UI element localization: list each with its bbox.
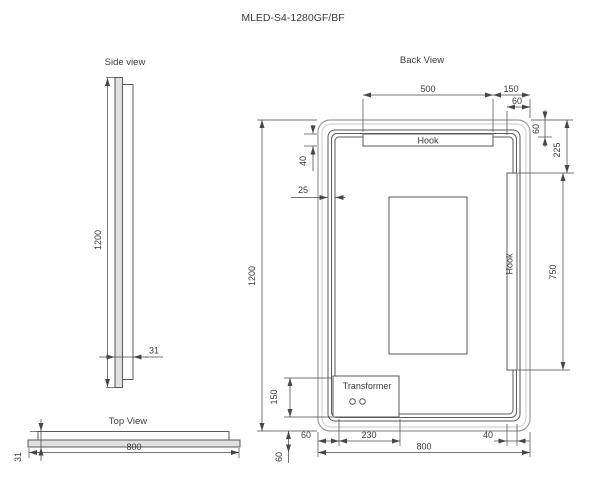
top-mirror-profile — [27, 439, 241, 448]
transformer-label: Transformer — [343, 381, 392, 391]
top-width-dim: 800 — [126, 442, 141, 452]
dim-230: 230 — [361, 430, 376, 440]
center-panel — [388, 196, 468, 355]
side-hook-label: Hook — [505, 253, 515, 275]
dim-60-bottomleft: 60 — [274, 452, 284, 462]
dim-225: 225 — [552, 142, 562, 157]
dim-500: 500 — [420, 84, 435, 94]
top-thickness-dim: 31 — [13, 452, 23, 462]
dim-800: 800 — [416, 442, 431, 452]
top-back-panel-profile — [37, 431, 230, 441]
back-view-label: Back View — [400, 55, 444, 66]
dim-750: 750 — [548, 264, 558, 279]
dim-60-vertical: 60 — [531, 124, 541, 134]
dim-60-topright: 60 — [512, 96, 522, 106]
side-back-panel-profile — [122, 84, 134, 380]
dim-150: 150 — [503, 84, 518, 94]
side-height-dim: 1200 — [93, 230, 103, 250]
top-hook-label: Hook — [417, 136, 439, 146]
dim-40-left: 40 — [298, 156, 308, 166]
back-view: Back View Hook Hook Transformer 500 150 … — [247, 55, 574, 463]
top-view: Top View 31 800 — [13, 416, 241, 462]
glass-edge-line — [321, 123, 527, 428]
side-view-label: Side view — [105, 57, 146, 68]
side-hook — [506, 172, 518, 371]
transformer-terminal-2 — [359, 398, 366, 405]
transformer-terminal-1 — [349, 398, 356, 405]
top-view-label: Top View — [109, 416, 148, 427]
dim-25: 25 — [298, 185, 308, 195]
top-hook — [362, 133, 494, 147]
drawing-title: MLED-S4-1280GF/BF — [241, 12, 344, 24]
side-thickness-dim: 31 — [149, 346, 159, 356]
dim-40-bottom: 40 — [483, 430, 493, 440]
dim-150-transformer: 150 — [269, 389, 279, 404]
transformer-box — [332, 375, 400, 418]
side-mirror-profile — [114, 77, 123, 388]
side-view: Side view 1200 31 — [93, 57, 163, 388]
dim-1200: 1200 — [247, 266, 257, 286]
dim-60-bottom: 60 — [301, 430, 311, 440]
